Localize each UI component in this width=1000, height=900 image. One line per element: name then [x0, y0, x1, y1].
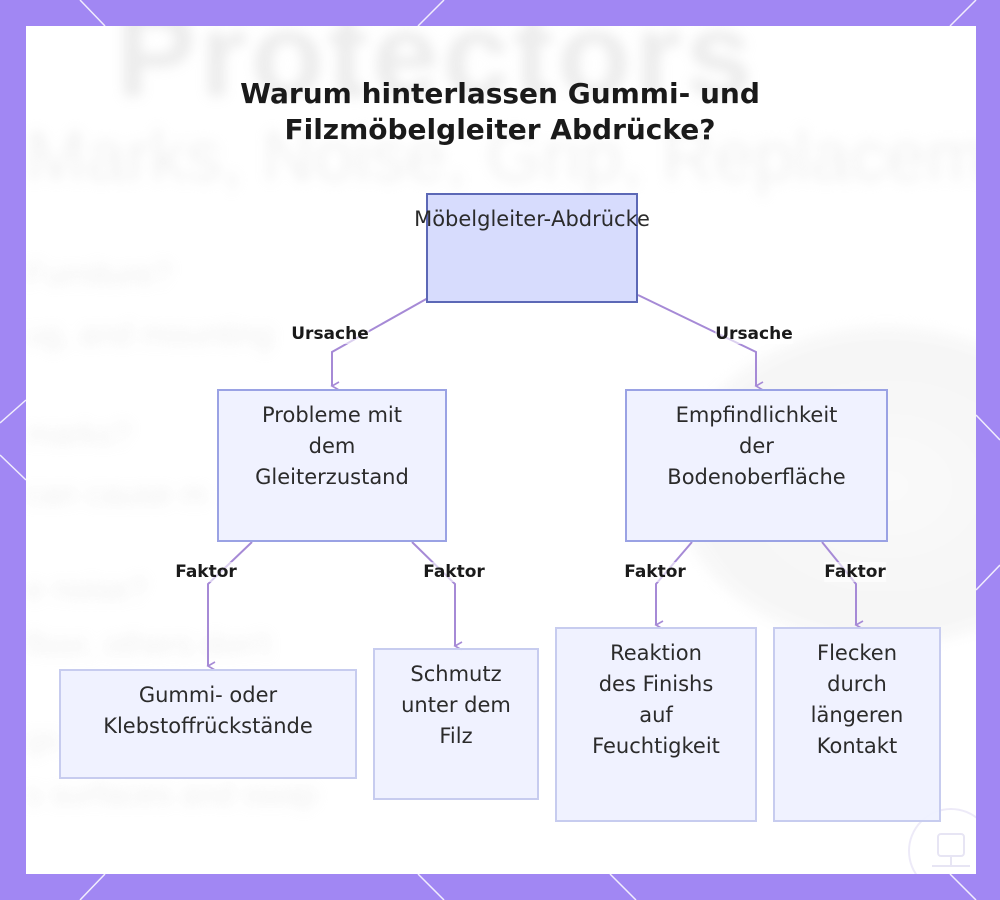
background-line: ug, and mounting — [26, 316, 274, 352]
node-reaktion-finish: Reaktion des Finishs auf Feuchtigkeit — [555, 627, 757, 822]
title-line: Warum hinterlassen Gummi- und — [240, 77, 760, 110]
node-text-line: Probleme mit — [262, 403, 402, 427]
node-schmutz-unter-filz: Schmutz unter dem Filz — [373, 648, 539, 800]
node-text-line: Möbelgleiter- — [414, 207, 552, 231]
node-text-line: unter dem — [401, 693, 511, 717]
node-text-line: des Finishs — [598, 672, 714, 696]
page-title: Warum hinterlassen Gummi- und Filzmöbelg… — [0, 76, 1000, 148]
edge-left-leaf1 — [206, 541, 253, 671]
node-text-line: Filz — [439, 724, 473, 748]
node-text-line: Klebstoffrückstände — [103, 714, 313, 738]
background-subheading: Marks, Noise, Grip, Replacement — [26, 117, 976, 197]
edge-label-factor: Faktor — [423, 562, 485, 582]
node-text-line: Schmutz — [410, 662, 502, 686]
node-gleiterzustand: Probleme mit dem Gleiterzustand — [217, 389, 447, 542]
node-text-line: längeren — [810, 703, 904, 727]
node-bodenoberflaeche: Empfindlichkeit der Bodenoberfläche — [625, 389, 888, 542]
node-root: Möbelgleiter- Abdrücke — [414, 193, 650, 303]
node-text-line: auf — [639, 703, 673, 727]
node-text-line: Gummi- oder — [138, 683, 278, 707]
node-text-line: Flecken — [816, 641, 898, 665]
edge-right-leaf3 — [654, 541, 693, 630]
edge-left-leaf2 — [411, 541, 463, 651]
title-line: Filzmöbelgleiter Abdrücke? — [284, 113, 716, 146]
edge-right-leaf4 — [821, 541, 864, 630]
node-text-line: Feuchtigkeit — [592, 734, 720, 758]
background-line: floor, others don't — [26, 626, 271, 662]
background-line: e noise? — [26, 571, 147, 607]
node-text-line: Reaktion — [610, 641, 702, 665]
background-heading: Protectors — [116, 26, 757, 122]
node-text-line: Gleiterzustand — [255, 465, 409, 489]
background-line: gs — [26, 721, 60, 757]
node-text-line: Abdrücke — [551, 207, 650, 231]
background-line: can cause m — [26, 476, 208, 512]
node-text-line: Kontakt — [816, 734, 898, 758]
node-text-line: dem — [308, 434, 356, 458]
node-text-line: der — [739, 434, 774, 458]
edge-label-factor: Faktor — [624, 562, 686, 582]
edge-label-cause: Ursache — [291, 324, 369, 344]
edge-label-cause: Ursache — [715, 324, 793, 344]
node-flecken-kontakt: Flecken durch längeren Kontakt — [773, 627, 941, 822]
node-klebstoffrueckstaende: Gummi- oder Klebstoffrückstände — [59, 669, 357, 779]
cup-watermark-icon — [908, 808, 976, 874]
edge-label-factor: Faktor — [175, 562, 237, 582]
node-text-line: Empfindlichkeit — [675, 403, 838, 427]
node-text-line: durch — [827, 672, 887, 696]
edge-root-left — [330, 297, 429, 391]
background-line: Furniture? — [26, 256, 172, 292]
background-line: s surfaces and swap — [26, 776, 318, 812]
edge-label-factor: Faktor — [824, 562, 886, 582]
background-line: marks? — [26, 416, 131, 452]
edge-root-right — [637, 294, 764, 391]
node-text-line: Bodenoberfläche — [667, 465, 846, 489]
